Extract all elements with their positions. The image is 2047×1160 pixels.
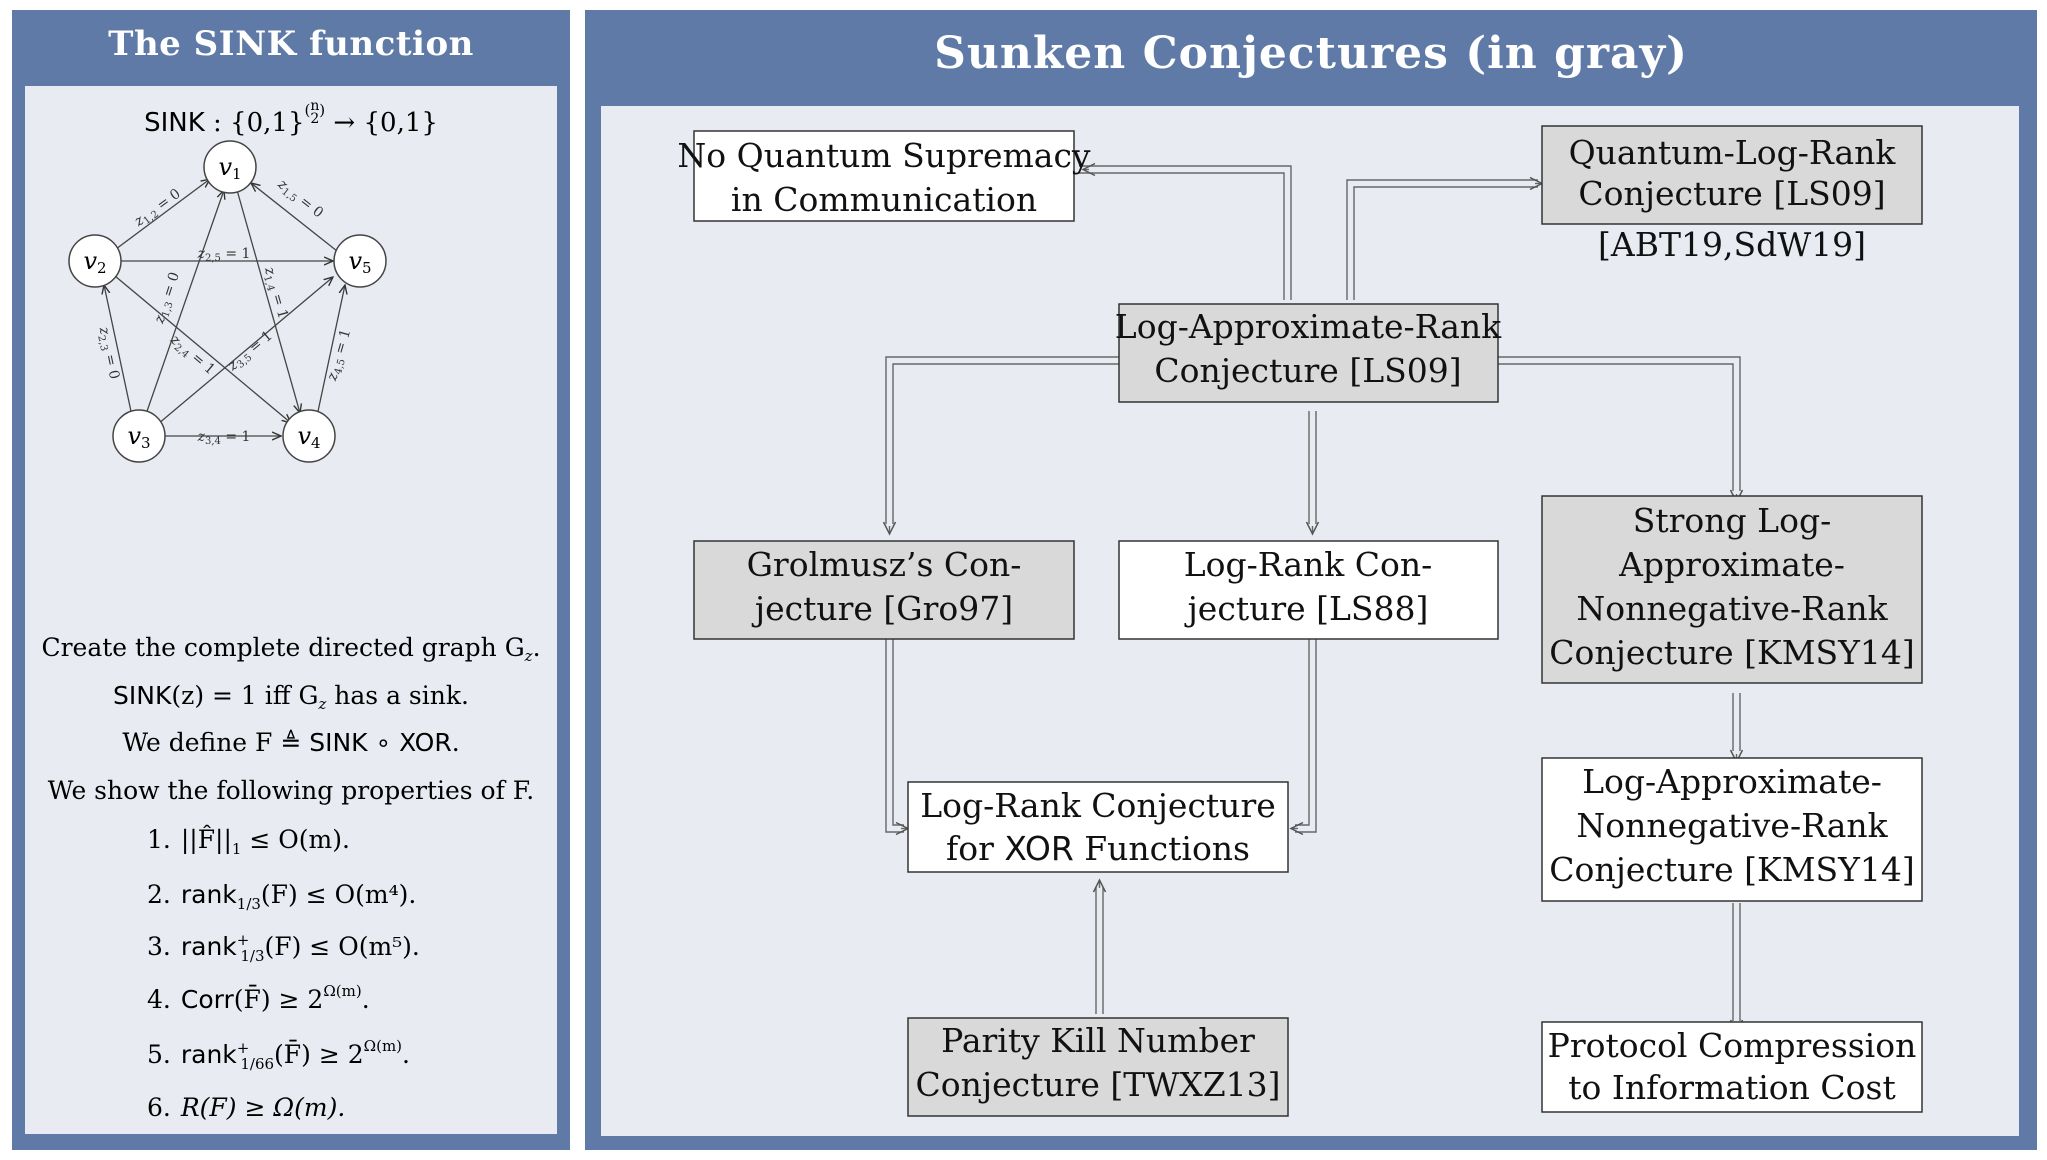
edge-label-4-5: z4,5 = 1 [324,327,356,384]
properties-list: 1.||F̂||1 ≤ O(m). 2.rank1/3(F) ≤ O(m⁴). … [147,825,420,1122]
svg-text:Conjecture [KMSY14]: Conjecture [KMSY14] [1549,633,1915,672]
connector-lar-qlr-b [1353,186,1538,300]
edge-2-1 [111,179,210,253]
text-define-f: We define F ≜ SINK ∘ XOR. [122,728,459,757]
svg-text:Conjecture [LS09]: Conjecture [LS09] [1154,351,1461,390]
vertex-v1: v1 [203,140,257,194]
conjectures-panel-title: Sunken Conjectures (in gray) [934,28,1688,79]
edge-label-1-5: z1,5 = 0 [273,176,327,223]
edge-label-2-3: z2,3 = 0 [93,325,122,381]
svg-text:jecture [Gro97]: jecture [Gro97] [751,589,1013,628]
connector-lar-strong-b [1498,363,1734,491]
conjectures-panel: Sunken Conjectures (in gray) [585,10,2037,1150]
edge-label-1-4: z1,4 = 1 [259,264,291,321]
property-1: 1.||F̂||1 ≤ O(m). [147,825,350,858]
edge-label-3-5: z3,5 = 1 [224,328,277,376]
edge-3-1 [144,190,224,418]
edge-3-2 [104,285,133,417]
connector-lar-grolmusz-b [892,363,1119,524]
svg-text:Protocol Compression: Protocol Compression [1548,1026,1917,1065]
conjectures-panel-body: No Quantum Supremacy in Communication Qu… [601,106,2019,1136]
svg-text:for XOR Functions: for XOR Functions [946,829,1250,868]
connector-grolmusz-xor-a [885,639,904,833]
connector-lar-grolmusz-a [885,356,1119,524]
property-2: 2.rank1/3(F) ≤ O(m⁴). [147,880,416,913]
node-log-approximate-rank: Log-Approximate-Rank Conjecture [LS09] [1115,303,1502,403]
connector-lar-qlr-a [1346,179,1538,300]
svg-text:v2: v2 [83,247,106,277]
node-log-approximate-nonnegative-rank: Log-Approximate- Nonnegative-Rank Conjec… [1541,757,1923,902]
text-properties-intro: We show the following properties of F. [48,776,534,805]
connector-lar-noquantum-b [1079,165,1292,300]
vertex-v5: v5 [333,234,387,288]
text-create-graph: Create the complete directed graph Gz. [41,633,540,665]
svg-text:Strong Log-: Strong Log- [1633,501,1831,540]
node-strong-log-approximate-nonnegative-rank: Strong Log- Approximate- Nonnegative-Ran… [1541,495,1923,684]
svg-text:v4: v4 [297,422,320,452]
svg-text:Conjecture [KMSY14]: Conjecture [KMSY14] [1549,850,1915,889]
svg-text:Quantum-Log-Rank: Quantum-Log-Rank [1569,133,1897,172]
connector-lar-noquantum-a [1079,172,1285,300]
svg-text:v5: v5 [348,247,371,277]
node-protocol-compression: Protocol Compression to Information Cost [1541,1021,1923,1113]
edge-labels: z1,2 = 0 z1,5 = 0 z2,5 = 1 z1,3 = 0 z1,4… [93,176,356,447]
svg-text:Nonnegative-Rank: Nonnegative-Rank [1576,806,1888,845]
node-log-rank-xor: Log-Rank Conjecture for XOR Functions [907,781,1289,873]
vertex-v3: v3 [112,409,166,463]
property-6: 6.R(F) ≥ Ω(m). [147,1093,345,1122]
qlr-citation: [ABT19,SdW19] [1598,225,1866,264]
svg-text:to Information Cost: to Information Cost [1568,1068,1895,1107]
edge-label-3-4: z3,4 = 1 [197,429,251,447]
property-4: 4.Corr(F̄) ≥ 2Ω(m). [147,982,370,1014]
svg-text:v1: v1 [218,153,241,183]
edge-label-1-2: z1,2 = 0 [131,186,185,232]
vertex-v4: v4 [282,409,336,463]
node-no-quantum-supremacy: No Quantum Supremacy in Communication [677,130,1091,222]
svg-text:Conjecture [LS09]: Conjecture [LS09] [1578,174,1885,213]
svg-text:No Quantum Supremacy: No Quantum Supremacy [677,136,1091,175]
svg-text:v3: v3 [127,422,150,452]
connector-logrank-xor-a [1295,639,1310,826]
svg-text:Log-Rank Conjecture: Log-Rank Conjecture [920,786,1276,825]
graph-edges [104,179,345,436]
connector-lar-strong-a [1498,356,1741,491]
svg-text:Conjecture [TWXZ13]: Conjecture [TWXZ13] [915,1065,1280,1104]
node-parity-kill-number: Parity Kill Number Conjecture [TWXZ13] [907,1017,1289,1117]
node-log-rank-conjecture: Log-Rank Con- jecture [LS88] [1118,540,1499,640]
edge-4-5 [316,285,345,417]
node-quantum-log-rank: Quantum-Log-Rank Conjecture [LS09] [ABT1… [1541,125,1923,264]
connector-grolmusz-xor-b [892,639,904,826]
svg-text:Nonnegative-Rank: Nonnegative-Rank [1576,589,1888,628]
sink-panel-title: The SINK function [108,24,474,64]
svg-text:Parity Kill Number: Parity Kill Number [941,1021,1255,1060]
property-5: 5.rank+1/66(F̄) ≥ 2Ω(m). [147,1037,410,1073]
property-3: 3.rank+1/3(F) ≤ O(m⁵). [147,931,420,965]
svg-text:Log-Rank Con-: Log-Rank Con- [1184,545,1433,584]
text-sink-iff: SINK(z) = 1 iff Gz has a sink. [113,681,469,713]
svg-text:jecture [LS88]: jecture [LS88] [1184,589,1429,628]
conjectures-diagram: No Quantum Supremacy in Communication Qu… [677,125,1923,1117]
svg-text:in Communication: in Communication [731,180,1037,219]
svg-text:Approximate-: Approximate- [1618,545,1845,584]
node-grolmusz-conjecture: Grolmusz’s Con- jecture [Gro97] [693,540,1075,640]
edge-2-4 [114,275,291,423]
graph-vertices: v1 v2 v3 v4 v5 [68,140,387,463]
svg-text:Log-Approximate-: Log-Approximate- [1582,762,1882,801]
edge-5-1 [251,183,338,252]
edge-label-2-5: z2,5 = 1 [197,246,251,264]
svg-text:Grolmusz’s Con-: Grolmusz’s Con- [747,545,1022,584]
edge-1-4 [236,189,300,413]
connector-logrank-xor-b [1295,639,1317,833]
vertex-v2: v2 [68,234,122,288]
svg-text:Log-Approximate-Rank: Log-Approximate-Rank [1115,307,1502,346]
edge-3-5 [157,277,333,425]
connectors [882,162,1744,1034]
